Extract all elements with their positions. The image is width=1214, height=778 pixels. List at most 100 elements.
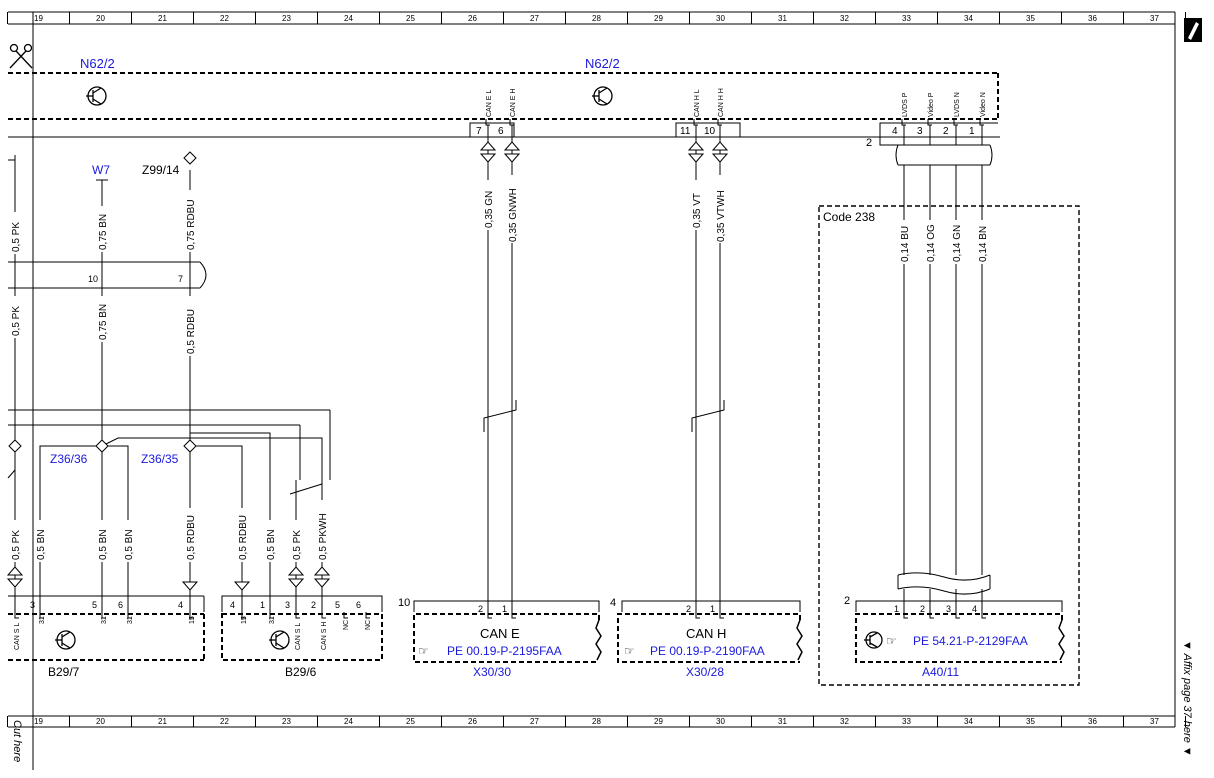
wire-label-knockouts (899, 220, 987, 264)
x30-28-pin-boxes (695, 612, 724, 619)
column-number: 32 (840, 14, 849, 23)
column-number: 24 (344, 14, 353, 23)
hand-pointer-icon: ☞ (418, 644, 429, 658)
b29-7-pin-boxes (14, 612, 194, 619)
pin-label: 15 (189, 616, 196, 624)
wire-label: 0,75 BN (98, 214, 109, 250)
wire-label: 0,5 PK (11, 306, 22, 336)
connector-pin: 2 (478, 604, 483, 614)
pin-label: Video N (980, 92, 987, 117)
column-number: 29 (654, 14, 663, 23)
x30-28-label: X30/28 (686, 665, 724, 679)
column-number: 37 (1150, 14, 1159, 23)
x30-28-connector (617, 613, 801, 663)
x30-28-reference-link[interactable]: PE 00.19-P-2190FAA (650, 644, 765, 658)
column-number: 36 (1088, 14, 1097, 23)
x30-30-reference-link[interactable]: PE 00.19-P-2195FAA (447, 644, 562, 658)
z99-14-label: Z99/14 (142, 163, 180, 177)
column-number: 21 (158, 14, 167, 23)
connector-pin: 2 (920, 604, 925, 614)
wire-label: 0,35 GNWH (508, 188, 519, 242)
column-number: 28 (592, 717, 601, 726)
column-number: 22 (220, 717, 229, 726)
b29-7-module (8, 613, 205, 661)
column-number: 24 (344, 717, 353, 726)
wire-label: 0,5 BN (98, 529, 109, 560)
b29-7-label: B29/7 (48, 665, 80, 679)
pin-number: 5 (335, 600, 340, 610)
column-number: 31 (778, 717, 787, 726)
x30-30-break (595, 619, 602, 661)
column-number: 19 (34, 14, 43, 23)
column-number: 29 (654, 717, 663, 726)
bundle-number: 2 (866, 137, 872, 149)
a40-11-label: A40/11 (922, 665, 959, 679)
wire-label: 0,14 BN (978, 226, 989, 262)
a40-11-module (855, 613, 1063, 663)
b29-6-label: B29/6 (285, 665, 317, 679)
connector-number: 2 (844, 595, 850, 607)
wire-label: 0,5 RDBU (186, 309, 197, 354)
a40-11-reference-link[interactable]: PE 54.21-P-2129FAA (913, 634, 1028, 648)
splice-pin-number: 7 (178, 274, 183, 284)
code-238-label: Code 238 (823, 210, 875, 224)
x30-28-top-line (621, 600, 801, 612)
column-number: 34 (964, 14, 973, 23)
bottom-ruler (8, 715, 1175, 728)
connector-pin: 3 (946, 604, 951, 614)
n62-pin-boxes (469, 119, 998, 140)
wire-label: 0,5 RDBU (186, 515, 197, 560)
wire-label: 0,5 BN (36, 529, 47, 560)
code-238-box (818, 205, 1080, 686)
pin-number: 6 (498, 126, 504, 137)
pin-number: 2 (311, 600, 316, 610)
column-number: 35 (1026, 717, 1035, 726)
pin-number: 5 (92, 600, 97, 610)
pin-number: 6 (118, 600, 123, 610)
pin-number: 4 (892, 126, 898, 137)
scissors-icon (9, 43, 33, 69)
column-number: 27 (530, 717, 539, 726)
column-number: 33 (902, 717, 911, 726)
transistor-icon (864, 631, 883, 649)
connector-number: 4 (610, 597, 616, 609)
column-number: 20 (96, 14, 105, 23)
column-number: 37 (1150, 717, 1159, 726)
pin-number: 6 (356, 600, 361, 610)
splice-pin-number: 10 (88, 274, 98, 284)
pin-label: CAN E H (510, 89, 517, 117)
pin-number: 3 (917, 126, 923, 137)
x30-28-break (796, 619, 803, 661)
hand-pointer-icon: ☞ (886, 634, 897, 648)
column-number: 23 (282, 14, 291, 23)
wire-label: 0,14 BU (900, 226, 911, 262)
pin-label: CAN H L (694, 89, 701, 117)
n62-2-label-right: N62/2 (585, 56, 620, 71)
lvds-wires (879, 125, 993, 612)
b29-6-module (221, 613, 383, 661)
n62-2-module (8, 72, 999, 120)
column-number: 33 (902, 14, 911, 23)
pin-label: CAN E L (486, 90, 493, 117)
pin-label: CAN H H (718, 88, 725, 117)
pin-label: Video P (928, 92, 935, 117)
pin-number: 4 (230, 600, 235, 610)
pin-label: 31 (39, 616, 46, 624)
wire-label: 0,35 GN (484, 191, 495, 228)
wire-label: 0,5 RDBU (238, 515, 249, 560)
transistor-icon (86, 86, 107, 106)
pin-label: NC (365, 620, 372, 630)
wire-label: 0,5 PKWH (318, 513, 329, 560)
column-number: 27 (530, 14, 539, 23)
pin-label: 31 (127, 616, 134, 624)
column-number: 26 (468, 717, 477, 726)
column-number: 30 (716, 14, 725, 23)
pin-label: 15 (241, 616, 248, 624)
pin-number: 1 (260, 600, 265, 610)
a40-11-pin-boxes (903, 612, 986, 619)
wire-label: 0,5 BN (266, 529, 277, 560)
pin-number: 3 (285, 600, 290, 610)
